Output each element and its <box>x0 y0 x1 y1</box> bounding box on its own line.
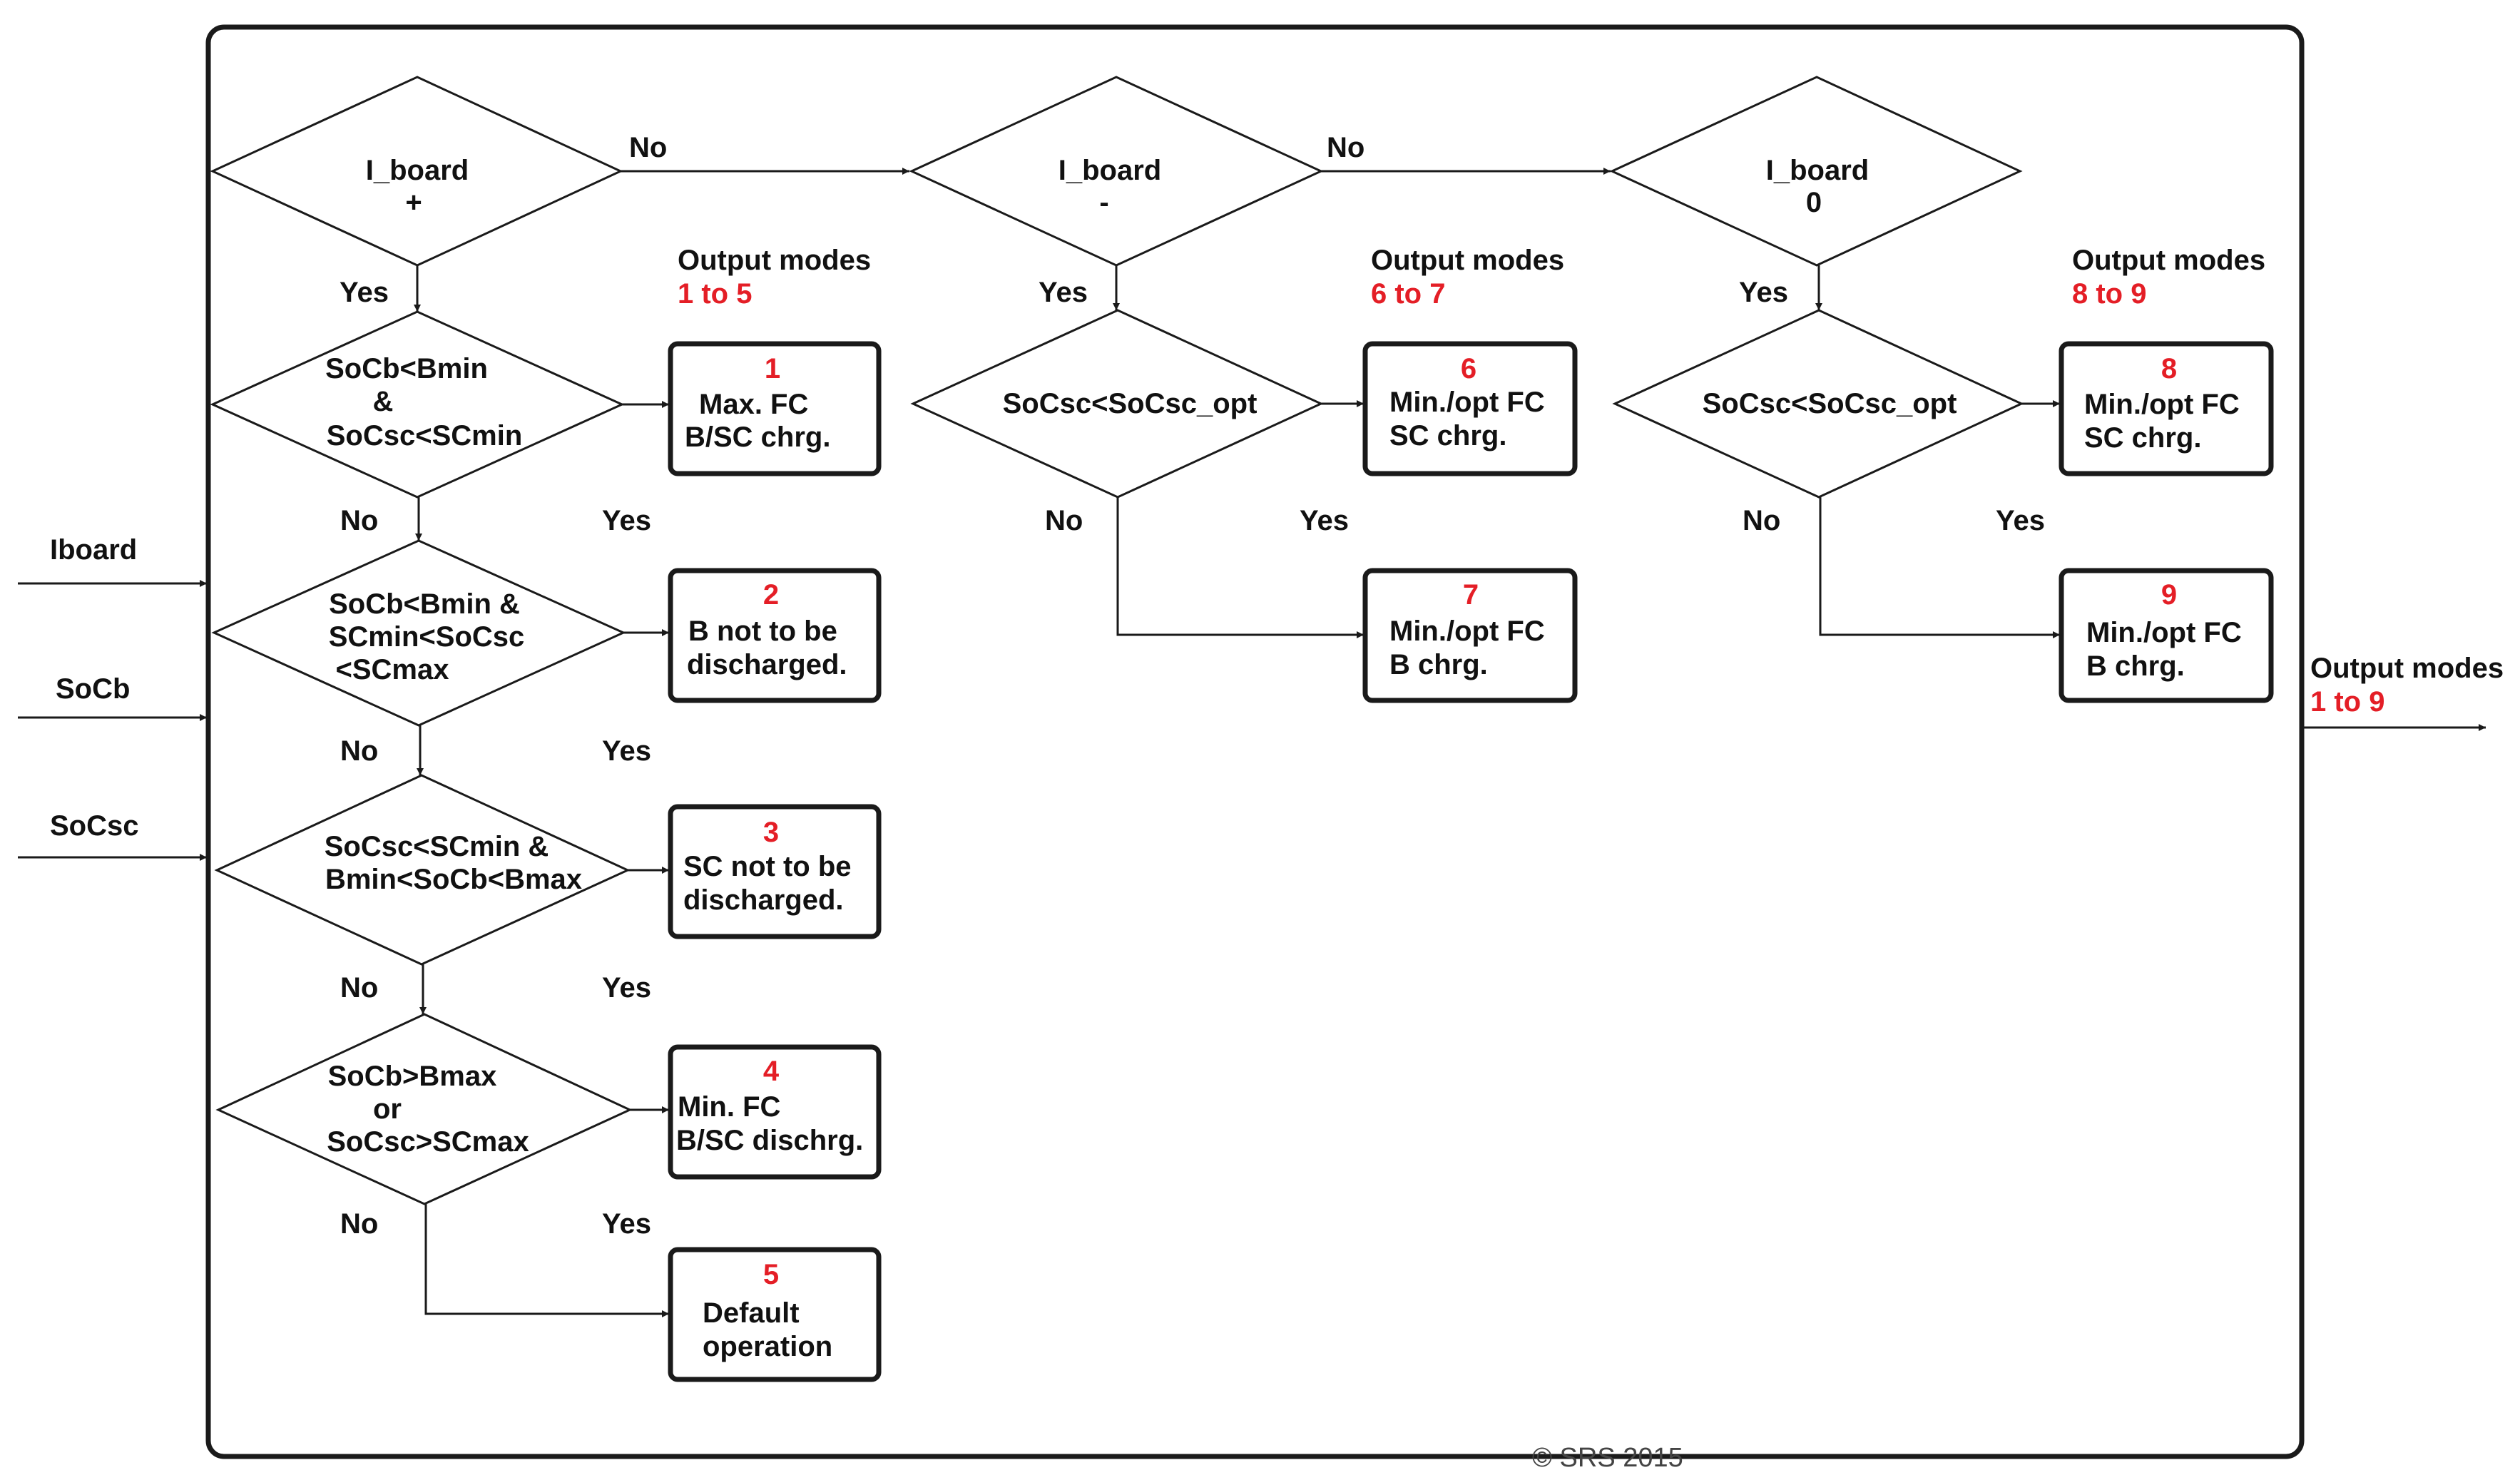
decision-col1-cond3-line1: SoCsc<SCmin & <box>325 831 549 862</box>
mode-box-4-number: 4 <box>763 1056 780 1087</box>
mode-box-9-number: 9 <box>2161 579 2177 611</box>
mode-box-4-line2: B/SC dischrg. <box>676 1125 863 1156</box>
mode-box-5 <box>668 1247 882 1382</box>
mode-box-6-line1: Min./opt FC <box>1389 387 1545 418</box>
decision-col1-cond3-line2: Bmin<SoCb<Bmax <box>325 864 582 895</box>
mode-box-4-line1: Min. FC <box>678 1091 780 1123</box>
edge-col1-no-label: No <box>629 132 667 163</box>
input-label-socsc: SoCsc <box>50 810 139 842</box>
edge-col1-cond2-no-label: No <box>340 735 378 767</box>
mode-box-2 <box>668 568 882 703</box>
mode-box-8 <box>2059 341 2274 476</box>
mode-box-8-number: 8 <box>2161 353 2177 384</box>
input-label-iboard: Iboard <box>50 534 137 566</box>
edge-col3-cond1-yes-label: Yes <box>1996 505 2045 536</box>
output-modes-col2-range: 6 to 7 <box>1371 278 1445 310</box>
edge-col2-cond1-no-label: No <box>1045 505 1083 536</box>
decision-col1-cond4-line3: SoCsc>SCmax <box>327 1126 529 1158</box>
mode-box-9-line2: B chrg. <box>2086 650 2185 682</box>
mode-box-7-line2: B chrg. <box>1389 649 1488 680</box>
decision-col1-cond1 <box>210 310 625 499</box>
mode-box-1-line2: B/SC chrg. <box>685 422 830 453</box>
decision-iboard-zero-line1: I_board <box>1766 155 1869 186</box>
mode-box-3-line1: SC not to be <box>683 851 852 882</box>
mode-box-1-number: 1 <box>765 353 780 384</box>
mode-box-9-line1: Min./opt FC <box>2086 617 2242 648</box>
mode-box-6-line2: SC chrg. <box>1389 420 1506 451</box>
mode-box-6 <box>1362 341 1578 476</box>
mode-box-2-line1: B not to be <box>688 616 837 647</box>
copyright: © SRS 2015 <box>1532 1443 1683 1473</box>
edge-col1-cond4-no <box>424 1204 669 1317</box>
edge-col1-cond3-yes-label: Yes <box>602 972 651 1004</box>
decision-col1-cond1-line2: & <box>373 386 394 417</box>
edge-col1-cond3-no-label: No <box>340 972 378 1004</box>
decision-col1-cond2-line3: <SCmax <box>336 654 449 685</box>
mode-box-1-line1: Max. FC <box>699 389 808 420</box>
decision-iboard-zero <box>1609 76 2023 267</box>
edge-col3-cond1-no-label: No <box>1743 505 1780 536</box>
output-modes-col1-title: Output modes <box>678 245 871 276</box>
mode-box-2-number: 2 <box>763 579 779 611</box>
output-modes-col3-range: 8 to 9 <box>2072 278 2146 310</box>
decision-col1-cond4-line2: or <box>373 1093 402 1125</box>
output-modes-col2-title: Output modes <box>1371 245 1564 276</box>
decision-iboard-negative-line2: - <box>1099 187 1108 218</box>
system-frame <box>205 24 2305 1459</box>
mode-box-3-line2: discharged. <box>683 884 844 916</box>
mode-box-1 <box>668 341 882 476</box>
edge-col1-cond2-yes-label: Yes <box>602 735 651 767</box>
mode-box-7-line1: Min./opt FC <box>1389 616 1545 647</box>
decision-col1-cond2-line2: SCmin<SoCsc <box>329 621 525 653</box>
edge-col1-cond4-no-label: No <box>340 1208 378 1240</box>
mode-box-6-number: 6 <box>1461 353 1476 384</box>
decision-iboard-zero-line2: 0 <box>1806 187 1822 218</box>
decision-col2-cond1-line1: SoCsc<SoCsc_opt <box>1003 388 1258 419</box>
edge-col3-yes-label: Yes <box>1739 277 1788 308</box>
decision-iboard-positive-line1: I_board <box>366 155 469 186</box>
mode-box-7-number: 7 <box>1463 579 1479 611</box>
output-modes-col1-range: 1 to 5 <box>678 278 752 310</box>
edge-col2-yes-label: Yes <box>1039 277 1088 308</box>
edge-col1-cond4-yes-label: Yes <box>602 1208 651 1240</box>
mode-box-8-line2: SC chrg. <box>2084 422 2201 454</box>
decision-col1-cond4 <box>215 1013 633 1205</box>
output-range: 1 to 9 <box>2310 686 2384 718</box>
mode-box-7 <box>1362 568 1578 703</box>
mode-box-4 <box>668 1044 882 1180</box>
edge-col2-no-label: No <box>1327 132 1364 163</box>
mode-box-8-line1: Min./opt FC <box>2084 389 2240 420</box>
decision-col3-cond1-line1: SoCsc<SoCsc_opt <box>1703 388 1957 419</box>
output-title: Output modes <box>2310 653 2504 684</box>
mode-box-5-line1: Default <box>703 1297 800 1329</box>
input-label-socb: SoCb <box>56 673 130 705</box>
output-modes-col3-title: Output modes <box>2072 245 2265 276</box>
decision-iboard-positive-line2: + <box>405 187 422 218</box>
mode-box-3 <box>668 804 882 939</box>
mode-box-5-line2: operation <box>703 1331 832 1362</box>
edge-col2-cond1-yes-label: Yes <box>1300 505 1349 536</box>
edge-col1-yes-label: Yes <box>340 277 389 308</box>
mode-box-3-number: 3 <box>763 817 779 848</box>
decision-col1-cond1-line3: SoCsc<SCmin <box>327 420 523 451</box>
mode-box-5-number: 5 <box>763 1259 779 1290</box>
decision-col1-cond2-line1: SoCb<Bmin & <box>329 588 520 620</box>
mode-box-9 <box>2059 568 2274 703</box>
edge-col1-cond1-yes-label: Yes <box>602 505 651 536</box>
edge-col3-cond1-no <box>1819 497 2060 638</box>
edge-col1-cond1-no-label: No <box>340 505 378 536</box>
edge-col2-cond1-no <box>1116 497 1364 638</box>
mode-box-2-line2: discharged. <box>687 649 847 680</box>
decision-iboard-negative-line1: I_board <box>1058 155 1161 186</box>
decision-col1-cond1-line1: SoCb<Bmin <box>325 353 488 384</box>
decision-col1-cond4-line1: SoCb>Bmax <box>328 1061 497 1092</box>
